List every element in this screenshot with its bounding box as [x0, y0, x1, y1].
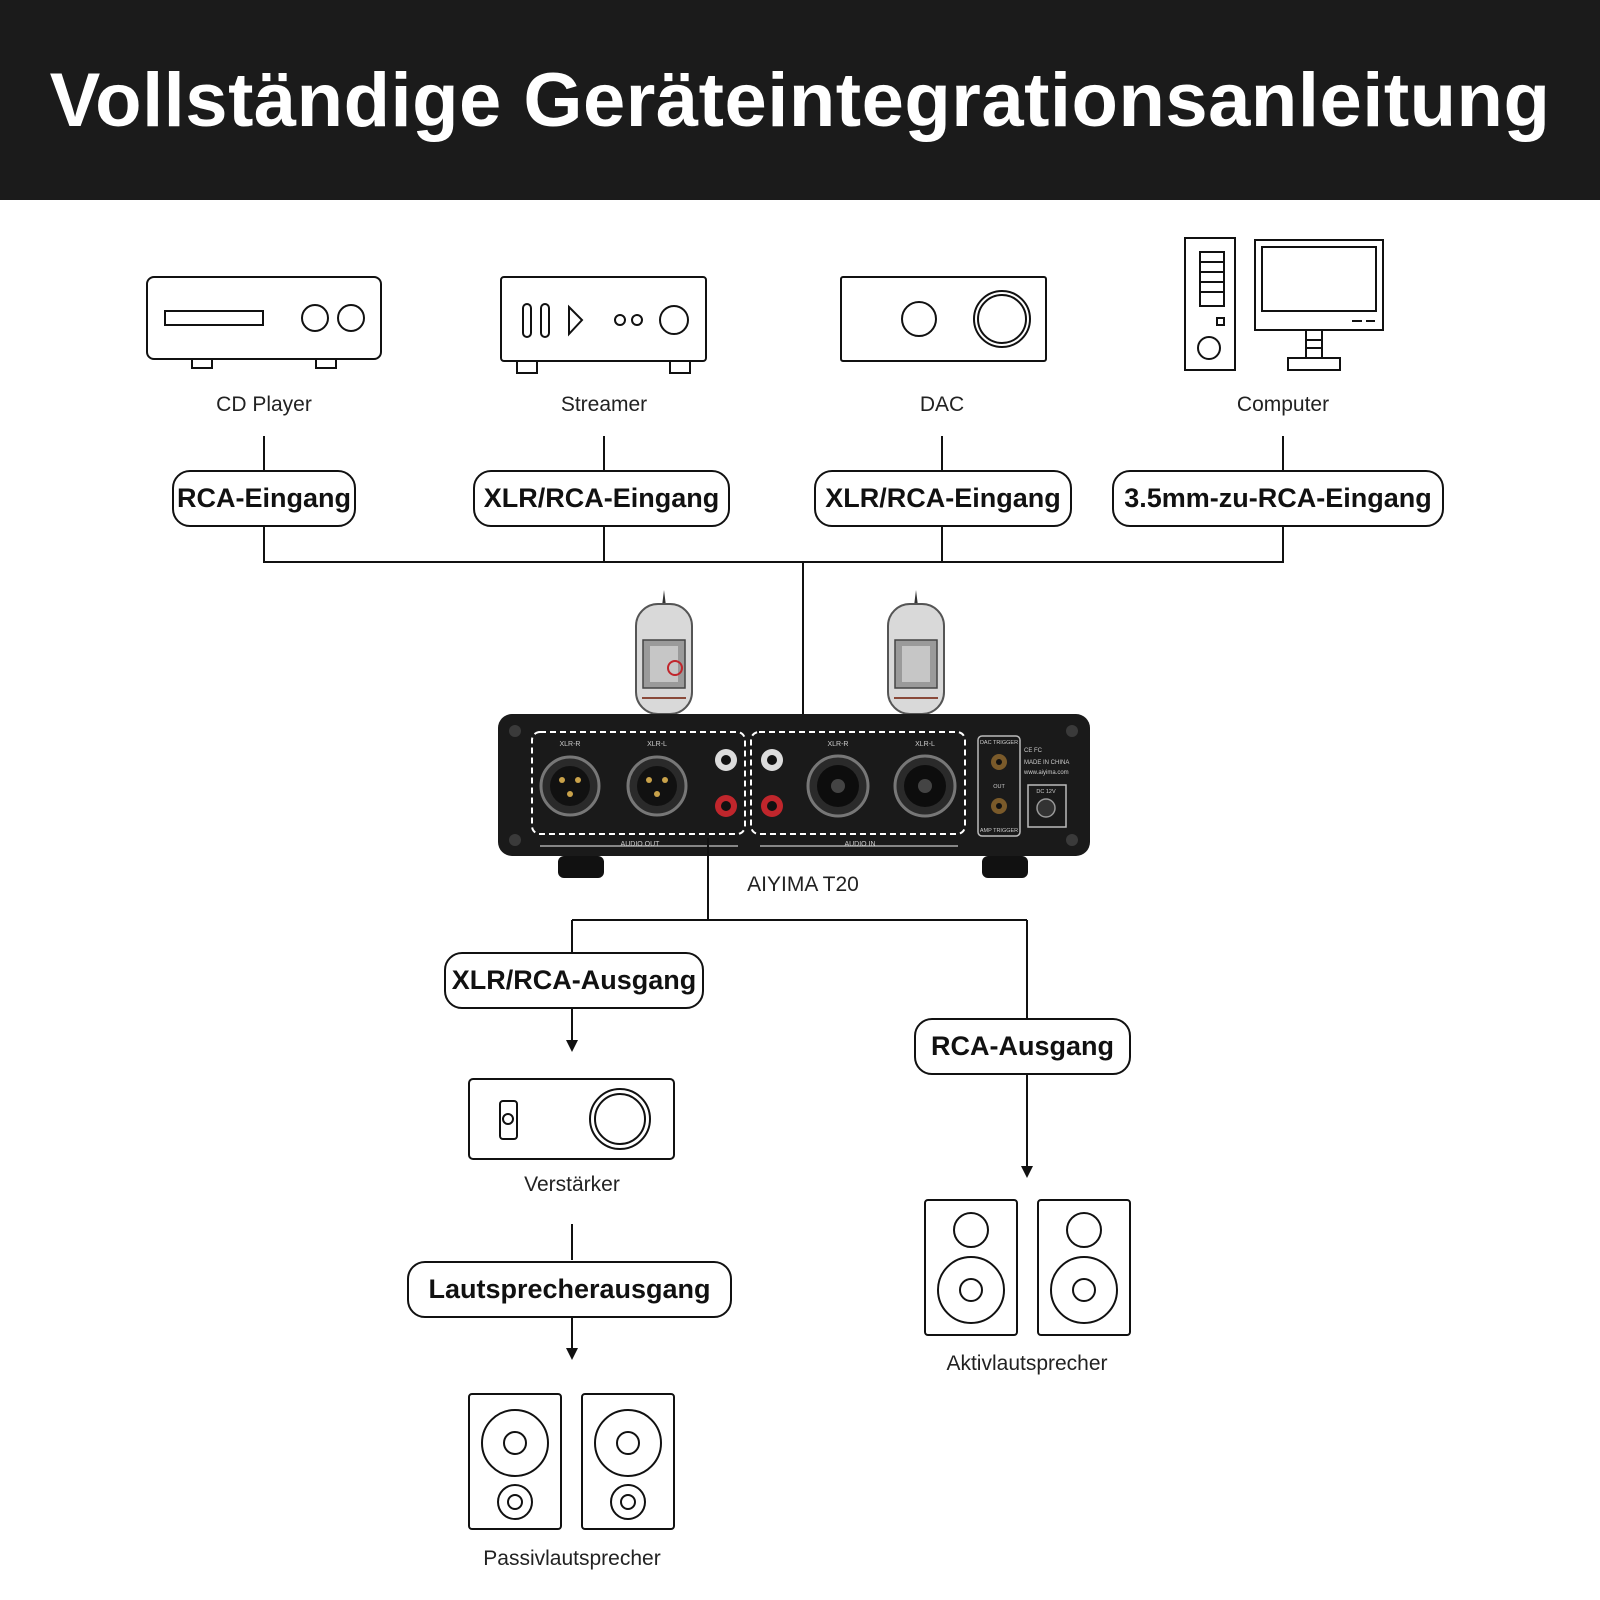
- cd-player-icon: [146, 276, 382, 369]
- panel-amp-trigger: AMP TRIGGER: [980, 828, 1018, 834]
- port-pill-speaker-output: Lautsprecherausgang: [407, 1261, 732, 1318]
- active-speaker-icon: [924, 1199, 1131, 1336]
- port-pill-rca-input: RCA-Eingang: [172, 470, 356, 527]
- panel-website: www.aiyima.com: [1023, 770, 1069, 776]
- streamer-icon: [500, 276, 707, 374]
- panel-xlr-l: XLR-L: [647, 741, 667, 748]
- aiyima-t20-device: XLR-R XLR-L XLR-R XLR-L AUDIO OUT AUDIO …: [498, 714, 1090, 878]
- panel-audio-out: AUDIO OUT: [621, 841, 661, 848]
- source-label-cd-player: CD Player: [216, 393, 312, 416]
- panel-made-in: MADE IN CHINA: [1024, 760, 1069, 766]
- amplifier-icon: [468, 1078, 675, 1160]
- port-pill-streamer-input: XLR/RCA-Eingang: [473, 470, 730, 527]
- port-pill-computer-input: 3.5mm-zu-RCA-Eingang: [1112, 470, 1444, 527]
- vacuum-tube-left: [635, 590, 693, 715]
- port-pill-xlr-rca-output: XLR/RCA-Ausgang: [444, 952, 704, 1009]
- source-label-streamer: Streamer: [560, 393, 648, 416]
- dac-icon: [840, 276, 1047, 362]
- active-speaker-label: Aktivlautsprecher: [946, 1352, 1108, 1375]
- page-title: Vollständige Geräteintegrationsanleitung: [49, 57, 1551, 143]
- panel-dc: DC 12V: [1036, 789, 1056, 795]
- passive-speaker-icon: [468, 1393, 675, 1530]
- panel-xlr-l-in: XLR-L: [915, 741, 935, 748]
- source-label-dac: DAC: [919, 393, 965, 416]
- port-pill-rca-output: RCA-Ausgang: [914, 1018, 1131, 1075]
- vacuum-tube-right: [887, 590, 945, 715]
- device-label: AIYIMA T20: [747, 873, 859, 896]
- port-pill-dac-input: XLR/RCA-Eingang: [814, 470, 1072, 527]
- panel-xlr-r-in: XLR-R: [827, 741, 848, 748]
- amplifier-label: Verstärker: [524, 1173, 620, 1196]
- title-banner: Vollständige Geräteintegrationsanleitung: [0, 0, 1600, 200]
- computer-icon: [1184, 237, 1384, 371]
- input-bus-lines: [263, 436, 1284, 730]
- source-label-computer: Computer: [1236, 393, 1330, 416]
- panel-dac-trigger: DAC TRIGGER: [980, 740, 1018, 746]
- panel-xlr-r: XLR-R: [559, 741, 580, 748]
- panel-audio-in: AUDIO IN: [844, 841, 875, 848]
- passive-speaker-label: Passivlautsprecher: [483, 1547, 661, 1570]
- output-bus-lines: [566, 838, 1033, 1360]
- panel-marks: CE FC: [1024, 748, 1043, 754]
- panel-out: OUT: [993, 784, 1005, 790]
